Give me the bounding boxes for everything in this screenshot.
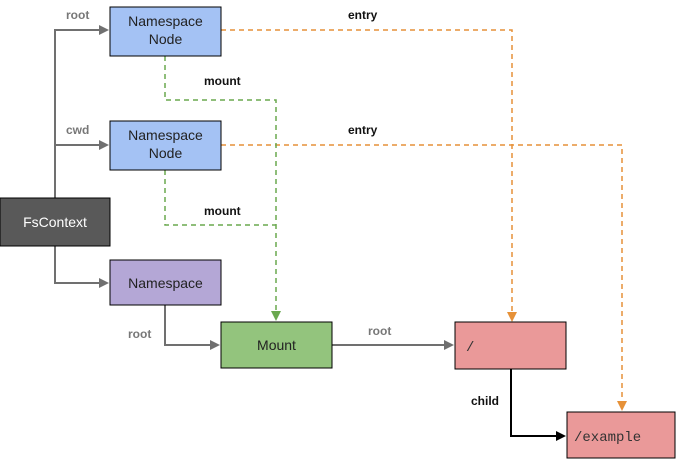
entry-edge-1 <box>221 29 517 322</box>
namespace-root-edge-label: root <box>128 327 151 341</box>
mount-box[interactable]: Mount <box>220 321 333 369</box>
root-dentry-label: / <box>466 340 474 356</box>
namespace-node-1-label-line1: Namespace <box>128 13 203 29</box>
namespace-node-2-label-line2: Node <box>149 145 183 161</box>
entry-edge-2-label: entry <box>348 123 378 137</box>
namespace-edge <box>54 246 109 288</box>
child-edge <box>510 369 566 441</box>
mount-edge-2-label: mount <box>204 204 241 218</box>
mount-root-edge-label: root <box>368 324 391 338</box>
namespace-label: Namespace <box>128 275 203 291</box>
root-edge-label: root <box>66 8 89 22</box>
entry-edge-1-label: entry <box>348 8 378 22</box>
mount-edge-1-label: mount <box>204 74 241 88</box>
mount-edge-2 <box>164 170 276 226</box>
namespace-node-2-label-line1: Namespace <box>128 127 203 143</box>
root-dentry-box[interactable]: / <box>454 321 567 370</box>
namespace-node-box-2[interactable]: Namespace Node <box>109 120 222 171</box>
entry-edge-2 <box>221 144 627 411</box>
fscontext-label: FsContext <box>23 214 87 230</box>
namespace-node-1-label-line2: Node <box>149 31 183 47</box>
mount-edge-1 <box>164 56 281 321</box>
example-dentry-box[interactable]: /example <box>566 411 676 459</box>
root-edge <box>54 25 109 198</box>
example-dentry-label: /example <box>574 430 641 446</box>
namespace-node-box-1[interactable]: Namespace Node <box>109 6 222 57</box>
mount-label: Mount <box>257 337 296 353</box>
namespace-box[interactable]: Namespace <box>109 259 222 306</box>
cwd-edge-label: cwd <box>66 123 89 137</box>
namespace-root-edge <box>164 305 220 350</box>
fscontext-box[interactable]: FsContext <box>0 197 111 247</box>
child-edge-label: child <box>471 394 499 408</box>
